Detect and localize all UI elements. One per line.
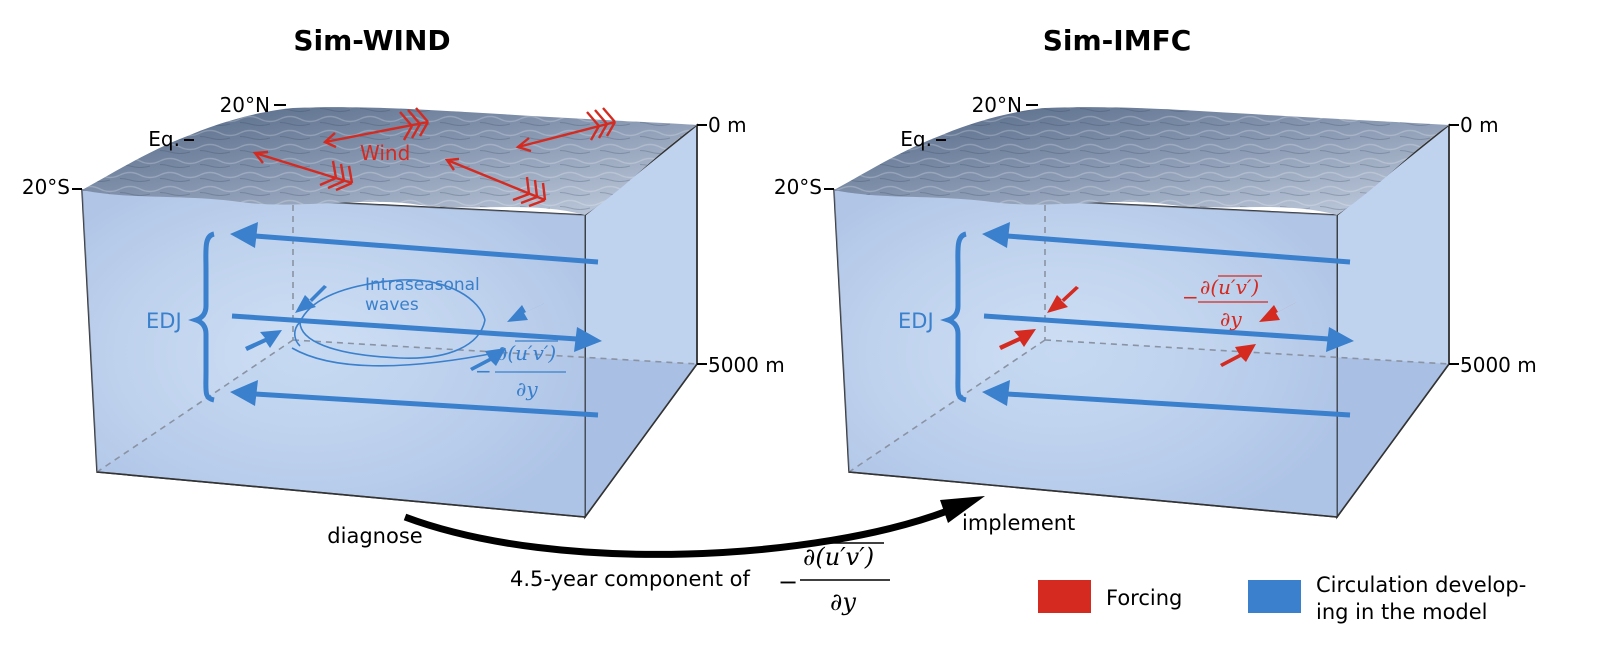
legend-label-forcing: Forcing <box>1106 586 1182 610</box>
flow-arrow <box>403 506 952 558</box>
panel-title: Sim-IMFC <box>1043 24 1192 57</box>
latitude-axis: 20°N Eq. 20°S <box>774 93 1038 199</box>
depth-label-bottom: 5000 m <box>1460 353 1537 377</box>
lat-label-north: 20°N <box>972 93 1022 117</box>
convergence-arrow-icon <box>470 348 506 371</box>
legend-label-circulation-line-2: ing in the model <box>1316 600 1488 624</box>
flow-arrowhead-icon <box>940 496 985 523</box>
formula-sign: − <box>475 359 492 383</box>
waves-label-line-2: waves <box>365 295 419 315</box>
flow-formula: − ∂(u′v′) ∂y <box>778 542 890 616</box>
wind-arrows <box>252 107 617 208</box>
panel-sim-imfc: Sim-IMFC 20°N Eq. 20°S <box>774 24 1537 520</box>
lat-label-south: 20°S <box>774 175 822 199</box>
westward-jet-arrow-icon <box>230 222 258 248</box>
edj-label: EDJ <box>898 309 934 333</box>
edj-brace-icon <box>188 231 215 403</box>
box-front-shading <box>834 190 1337 517</box>
formula-sign: − <box>1182 285 1199 309</box>
depth-label-top: 0 m <box>1460 113 1499 137</box>
wind-arrow-4-icon <box>444 157 547 208</box>
formula-numerator: ∂(u′v′) <box>1200 275 1259 299</box>
depth-axis: 0 m 5000 m <box>697 113 785 377</box>
formula-imfc: − ∂(u′v′) ∂y <box>1182 275 1268 331</box>
lat-label-eq: Eq. <box>900 127 932 151</box>
formula-denominator: ∂y <box>830 588 856 616</box>
ocean-box <box>833 107 1450 520</box>
depth-label-bottom: 5000 m <box>708 353 785 377</box>
westward-jet-arrow-icon <box>982 222 1010 248</box>
convergence-arrow-icon <box>245 330 282 351</box>
westward-jet-arrow-icon <box>230 380 258 406</box>
formula-sign: − <box>778 568 798 596</box>
jet-arrows <box>230 222 602 418</box>
implement-label: implement <box>962 511 1075 535</box>
component-label: 4.5-year component of <box>510 567 750 591</box>
formula-numerator: ∂(u′v′) <box>803 543 874 571</box>
intraseasonal-waves <box>291 279 501 367</box>
momentum-arrows <box>245 285 545 371</box>
forcing-arrow-icon <box>999 329 1036 350</box>
jet-arrows <box>982 222 1354 418</box>
depth-axis: 0 m 5000 m <box>1449 113 1537 377</box>
formula-denominator: ∂y <box>516 377 538 401</box>
forcing-arrows <box>999 286 1297 367</box>
eastward-jet-arrow-icon <box>1326 327 1354 352</box>
lat-label-north: 20°N <box>220 93 270 117</box>
panel-sim-wind: Sim-WIND 20°N Eq. 20°S <box>22 24 785 520</box>
convergence-arrow-icon <box>295 285 327 313</box>
forcing-arrow-icon <box>1259 302 1297 322</box>
latitude-axis: 20°N Eq. 20°S <box>22 93 286 199</box>
legend-swatch-circulation <box>1248 580 1301 613</box>
edj-label: EDJ <box>146 309 182 333</box>
formula-wind: − ∂(u′v′) ∂y <box>475 340 566 401</box>
forcing-arrow-icon <box>1220 344 1256 367</box>
eastward-jet-arrow-icon <box>574 327 602 352</box>
panel-title: Sim-WIND <box>293 24 450 57</box>
depth-label-top: 0 m <box>708 113 747 137</box>
westward-jet-arrow-icon <box>982 380 1010 406</box>
waves-label-line-1: Intraseasonal <box>365 275 480 295</box>
convergence-arrow-icon <box>507 303 545 322</box>
edj-brace-icon <box>940 231 967 403</box>
forcing-arrow-icon <box>1047 286 1079 313</box>
diagnose-label: diagnose <box>327 524 422 548</box>
diagnose-implement-flow: diagnose implement 4.5-year component of… <box>327 496 1075 616</box>
formula-denominator: ∂y <box>1220 307 1242 331</box>
wind-arrow-1-icon <box>322 107 430 149</box>
legend-swatch-forcing <box>1038 580 1091 613</box>
lat-label-south: 20°S <box>22 175 70 199</box>
lat-label-eq: Eq. <box>148 127 180 151</box>
wind-label: Wind <box>360 141 410 165</box>
formula-numerator: ∂(u′v′) <box>497 341 556 365</box>
wind-arrow-3-icon <box>515 107 617 153</box>
legend: Forcing Circulation develop- ing in the … <box>1038 573 1526 624</box>
legend-label-circulation-line-1: Circulation develop- <box>1316 573 1526 597</box>
wind-arrow-2-icon <box>252 150 354 192</box>
